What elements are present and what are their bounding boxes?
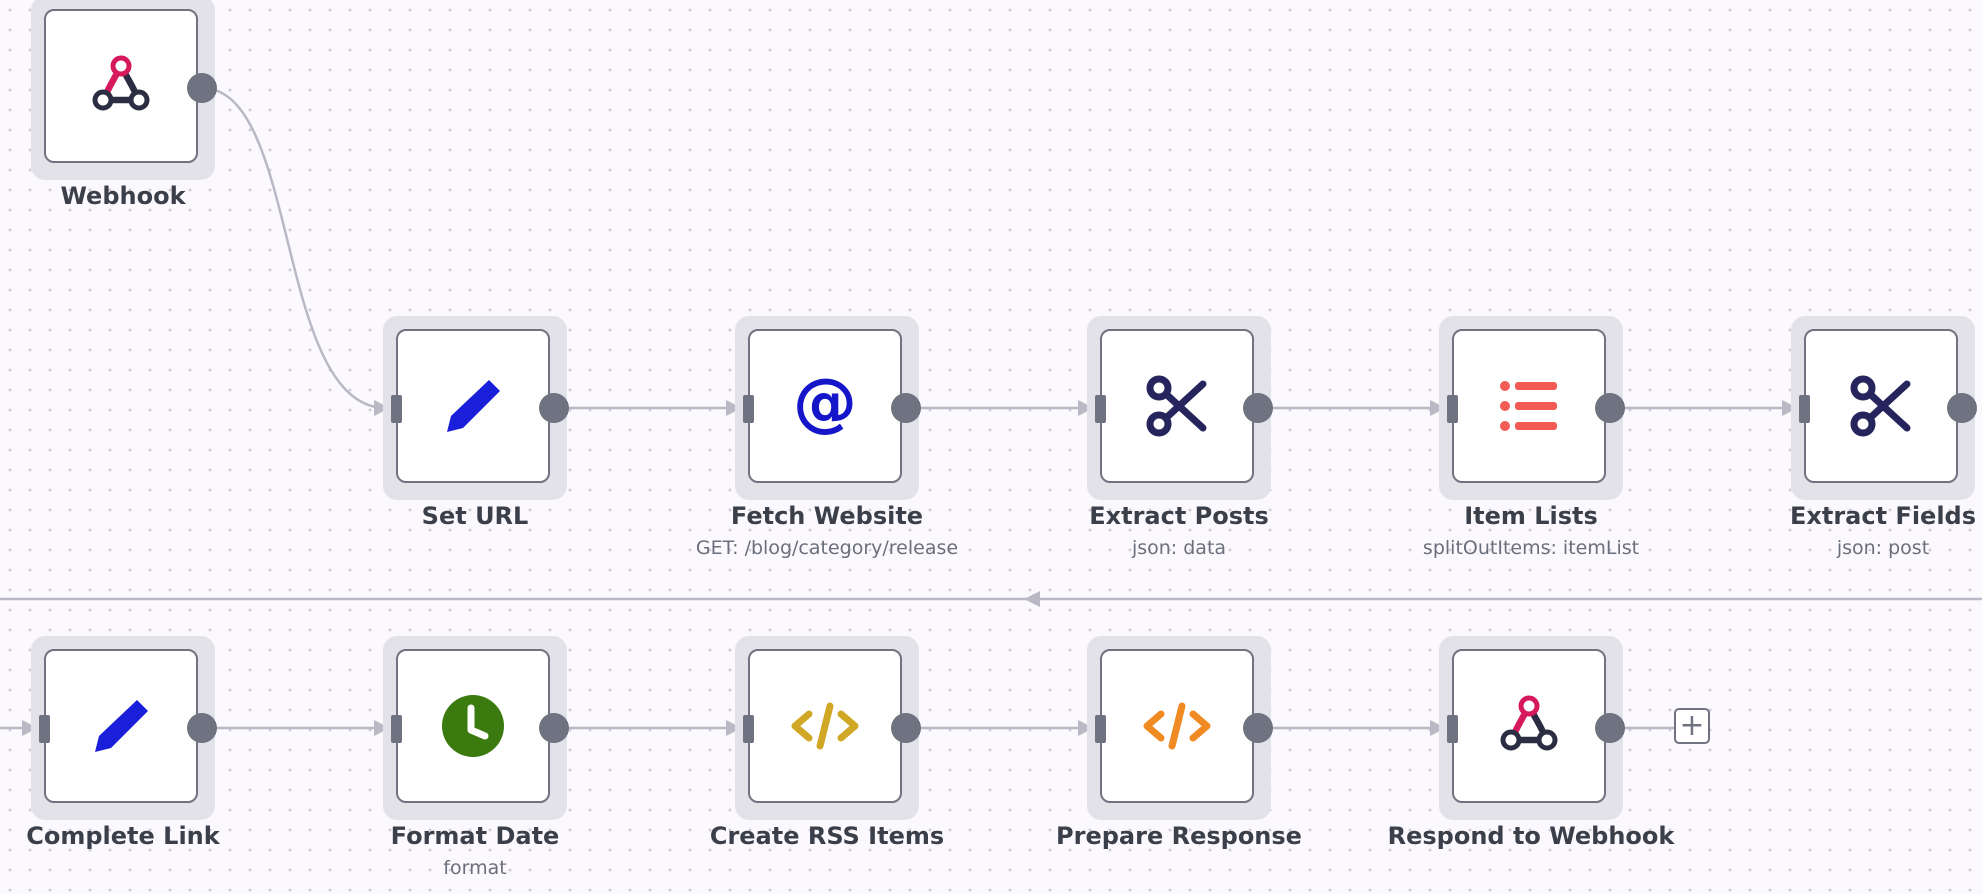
webhook-icon bbox=[92, 55, 150, 111]
node-title: Item Lists bbox=[1464, 502, 1598, 530]
node-body[interactable]: @ bbox=[748, 329, 902, 483]
node-prepare-response[interactable] bbox=[1087, 636, 1273, 820]
node-format-date[interactable] bbox=[383, 636, 569, 820]
svg-text:@: @ bbox=[793, 370, 857, 440]
arrowhead bbox=[1078, 400, 1094, 416]
node-title: Fetch Website bbox=[730, 502, 924, 530]
node-body[interactable] bbox=[1100, 649, 1254, 803]
output-port[interactable] bbox=[1595, 393, 1625, 423]
arrowhead bbox=[1024, 591, 1040, 607]
output-port[interactable] bbox=[1595, 713, 1625, 743]
input-port[interactable] bbox=[1799, 395, 1810, 423]
list-icon bbox=[1500, 381, 1557, 431]
arrowhead bbox=[726, 400, 742, 416]
input-port[interactable] bbox=[1095, 715, 1106, 743]
node-item-lists[interactable] bbox=[1439, 316, 1625, 500]
node-body[interactable] bbox=[1452, 649, 1606, 803]
node-create-rss-items[interactable] bbox=[735, 636, 921, 820]
node-extract-fields[interactable] bbox=[1791, 316, 1977, 500]
node-respond-to-webhook[interactable] bbox=[1439, 636, 1625, 820]
output-port[interactable] bbox=[539, 393, 569, 423]
node-subtitle: json: post bbox=[1836, 537, 1930, 559]
arrowhead bbox=[1782, 400, 1798, 416]
pencil-icon bbox=[95, 700, 148, 752]
add-node-button[interactable]: + bbox=[1674, 708, 1710, 744]
output-port[interactable] bbox=[1947, 393, 1977, 423]
node-title: Complete Link bbox=[26, 822, 220, 850]
input-port[interactable] bbox=[1447, 395, 1458, 423]
arrowhead bbox=[374, 720, 390, 736]
node-title: Extract Posts bbox=[1089, 502, 1269, 530]
scissors-icon bbox=[1850, 375, 1911, 437]
input-port[interactable] bbox=[391, 395, 402, 423]
output-port[interactable] bbox=[1243, 713, 1273, 743]
arrowhead bbox=[726, 720, 742, 736]
node-subtitle: format bbox=[443, 857, 507, 879]
code-icon bbox=[1143, 702, 1211, 750]
pencil-icon bbox=[447, 380, 500, 432]
at-sign-icon: @ bbox=[793, 370, 857, 440]
arrowhead bbox=[1430, 720, 1446, 736]
arrowhead bbox=[1430, 400, 1446, 416]
output-port[interactable] bbox=[539, 713, 569, 743]
arrowhead bbox=[1078, 720, 1094, 736]
input-port[interactable] bbox=[1095, 395, 1106, 423]
node-subtitle: GET: /blog/category/release bbox=[695, 537, 959, 559]
node-title: Format Date bbox=[390, 822, 560, 850]
node-set-url[interactable] bbox=[383, 316, 569, 500]
node-webhook[interactable] bbox=[31, 0, 217, 180]
node-body[interactable] bbox=[1452, 329, 1606, 483]
output-port[interactable] bbox=[891, 393, 921, 423]
input-port[interactable] bbox=[743, 715, 754, 743]
node-extract-posts[interactable] bbox=[1087, 316, 1273, 500]
clock-icon bbox=[442, 695, 504, 757]
node-body[interactable] bbox=[396, 649, 550, 803]
output-port[interactable] bbox=[187, 713, 217, 743]
input-port[interactable] bbox=[743, 395, 754, 423]
output-port[interactable] bbox=[1243, 393, 1273, 423]
input-port[interactable] bbox=[39, 715, 50, 743]
arrowhead bbox=[22, 720, 38, 736]
node-body[interactable] bbox=[44, 649, 198, 803]
node-title: Set URL bbox=[421, 502, 529, 530]
output-port[interactable] bbox=[891, 713, 921, 743]
node-body[interactable] bbox=[748, 649, 902, 803]
node-title: Prepare Response bbox=[1056, 822, 1302, 850]
code-icon bbox=[791, 702, 859, 750]
node-title: Webhook bbox=[60, 182, 186, 210]
node-title: Respond to Webhook bbox=[1387, 822, 1675, 850]
webhook-icon bbox=[1500, 695, 1558, 751]
arrowhead bbox=[374, 400, 390, 416]
node-body[interactable] bbox=[44, 9, 198, 163]
node-body[interactable] bbox=[1804, 329, 1958, 483]
node-title: Create RSS Items bbox=[709, 822, 945, 850]
output-port[interactable] bbox=[187, 73, 217, 103]
input-port[interactable] bbox=[1447, 715, 1458, 743]
input-port[interactable] bbox=[391, 715, 402, 743]
node-title: Extract Fields bbox=[1789, 502, 1977, 530]
node-subtitle: splitOutItems: itemList bbox=[1422, 537, 1640, 559]
node-subtitle: json: data bbox=[1131, 537, 1227, 559]
node-body[interactable] bbox=[1100, 329, 1254, 483]
connection-webhook-set-url bbox=[201, 86, 386, 410]
scissors-icon bbox=[1146, 375, 1207, 437]
node-fetch-website[interactable]: @ bbox=[735, 316, 921, 500]
node-body[interactable] bbox=[396, 329, 550, 483]
node-complete-link[interactable] bbox=[31, 636, 217, 820]
